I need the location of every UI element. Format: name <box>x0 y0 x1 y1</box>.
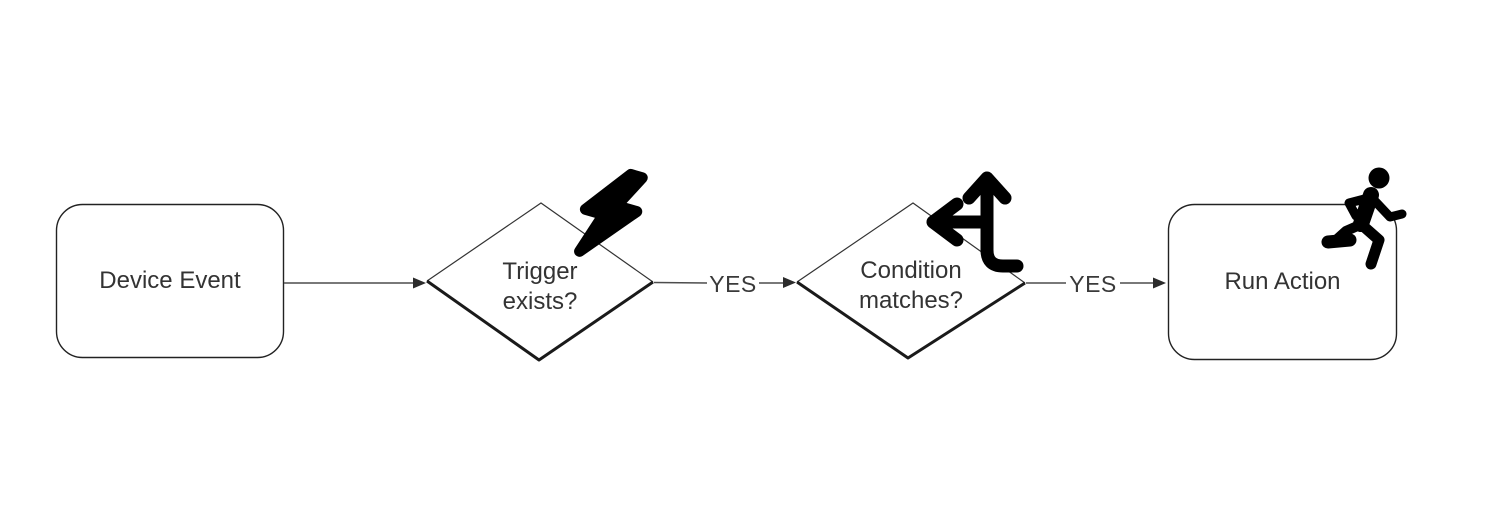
edge-trigger-to-condition <box>653 277 796 288</box>
edge-device-event-to-trigger <box>284 277 426 289</box>
arrowhead-icon <box>783 277 796 288</box>
lightning-bolt-icon <box>574 168 648 257</box>
arrowhead-icon <box>1153 277 1166 289</box>
arrowhead-icon <box>413 277 426 289</box>
arrows-split-up-left-icon <box>926 171 1024 273</box>
person-running-icon <box>1321 167 1407 270</box>
edge-condition-to-run-action <box>1026 277 1166 289</box>
node-device-event-shape <box>55 203 285 359</box>
